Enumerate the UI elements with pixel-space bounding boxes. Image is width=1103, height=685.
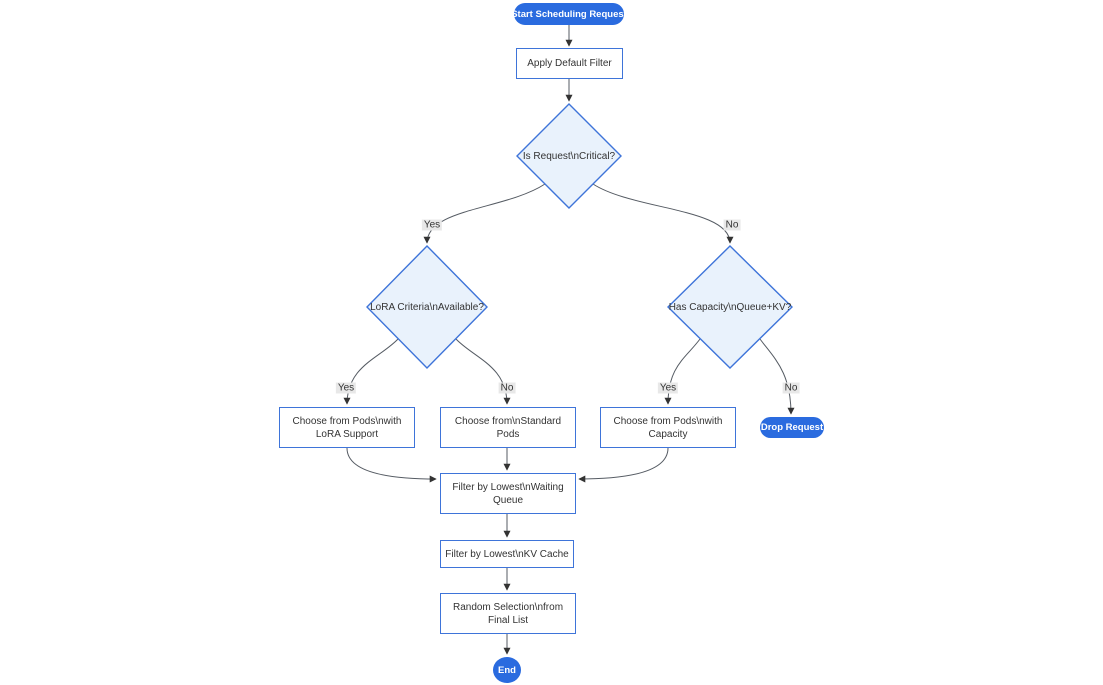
edge-critical-no-to-capacity — [592, 183, 734, 244]
node-label-line: LoRA Support — [315, 428, 379, 440]
node-label-line: Pods — [496, 428, 520, 440]
edge-lora-yes-to-choose-lora — [343, 338, 399, 405]
node-label-line: Choose from\nStandard — [454, 415, 562, 427]
node-label-line: Queue — [492, 494, 524, 506]
end-node: End — [493, 657, 521, 683]
has-capacity-diamond — [667, 245, 793, 369]
drop-request-node: Drop Request — [760, 417, 824, 438]
lora-criteria-label: LoRA Criteria\nAvailable? — [370, 301, 484, 313]
filter-kv-cache-node: Filter by Lowest\nKV Cache — [440, 540, 574, 568]
is-critical-diamond — [516, 103, 622, 209]
edge-critical-yes-to-lora — [423, 183, 546, 244]
node-label-line: Capacity — [648, 428, 688, 440]
choose-capacity-pods-node: Choose from Pods\nwith Capacity — [600, 407, 736, 448]
edge-lora-no-to-choose-standard — [455, 338, 511, 405]
node-label-line: Filter by Lowest\nWaiting — [452, 481, 564, 493]
node-label-line: Final List — [487, 614, 528, 626]
node-label-line: Choose from Pods\nwith — [292, 415, 402, 427]
filter-waiting-queue-node: Filter by Lowest\nWaiting Queue — [440, 473, 576, 514]
edge-choose-lora-to-filter-queue — [346, 447, 437, 483]
has-capacity-label: Has Capacity\nQueue+KV? — [668, 301, 792, 313]
choose-standard-pods-node: Choose from\nStandard Pods — [440, 407, 576, 448]
edge-choose-capacity-to-filter-queue — [578, 447, 669, 483]
node-label-line: Random Selection\nfrom — [452, 601, 564, 613]
edge-label-critical-no: No — [723, 219, 741, 231]
edge-capacity-no-to-drop — [759, 338, 795, 415]
lora-criteria-diamond — [366, 245, 488, 369]
edge-capacity-yes-to-choose-capacity — [664, 338, 701, 405]
start-node: Start Scheduling Request — [511, 3, 627, 25]
edge-label-capacity-no: No — [782, 382, 800, 394]
edge-label-lora-yes: Yes — [335, 382, 357, 394]
edge-label-critical-yes: Yes — [421, 219, 443, 231]
node-label-line: Choose from Pods\nwith — [613, 415, 723, 427]
edge-label-lora-no: No — [498, 382, 516, 394]
edge-label-capacity-yes: Yes — [657, 382, 679, 394]
choose-lora-pods-node: Choose from Pods\nwith LoRA Support — [279, 407, 415, 448]
random-selection-node: Random Selection\nfrom Final List — [440, 593, 576, 634]
apply-default-filter-node: Apply Default Filter — [516, 48, 623, 79]
is-critical-label: Is Request\nCritical? — [522, 150, 616, 162]
